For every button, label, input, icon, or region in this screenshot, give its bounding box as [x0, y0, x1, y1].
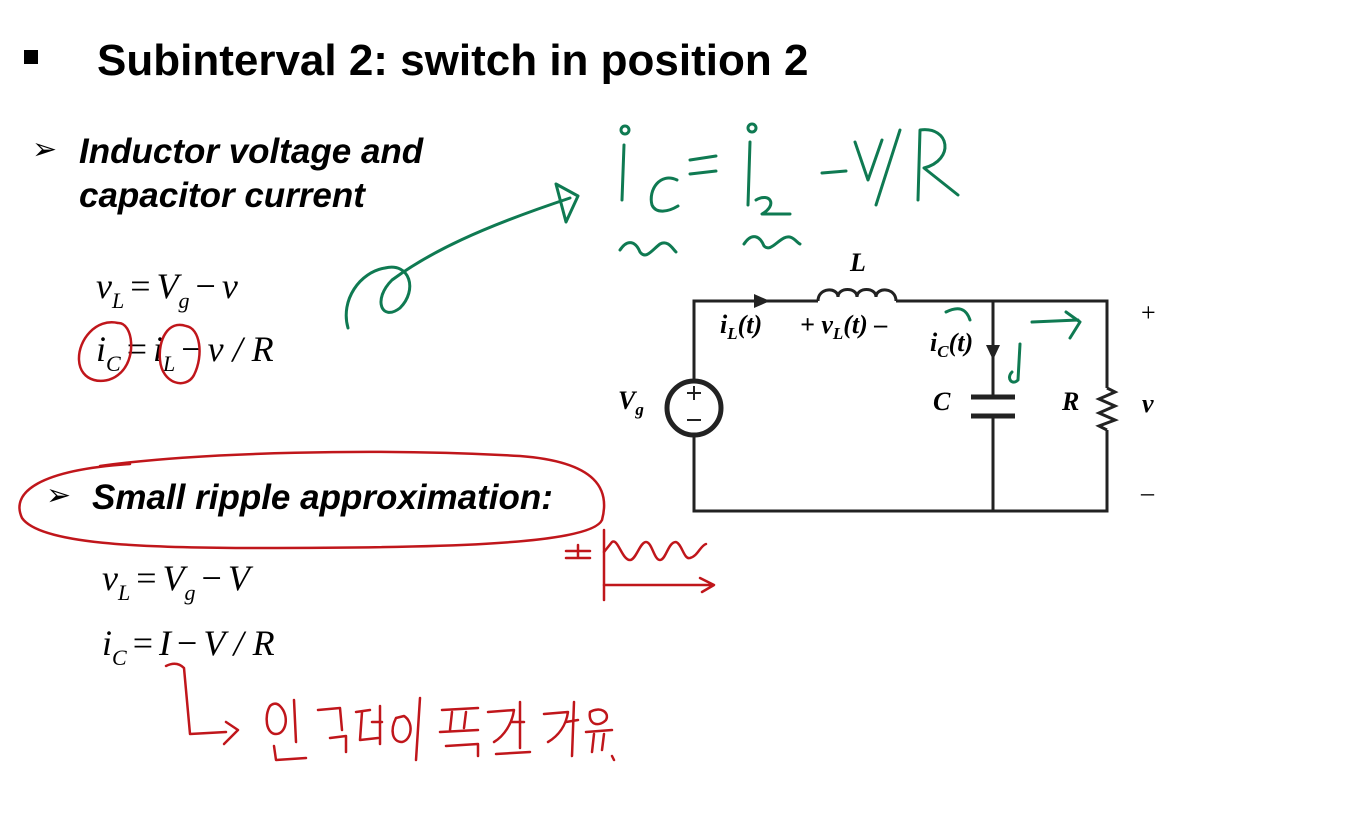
eq1-lhs-sub: L: [111, 288, 125, 313]
section1-line2: capacitor current: [79, 176, 365, 215]
capacitor-symbol: [971, 394, 1015, 419]
source-polarity: [687, 386, 701, 421]
output-plus-sign: +: [1141, 298, 1156, 327]
eq1-op: =: [130, 266, 151, 306]
section2-heading: Small ripple approximation:: [92, 478, 553, 517]
eq1-t2: v: [221, 266, 238, 306]
arrow-bullet-icon: ➢: [32, 132, 58, 167]
eq3-lhs: v: [102, 558, 118, 598]
red-ellipse: [18, 450, 606, 550]
section1-heading: Inductor voltage and capacitor current: [79, 130, 423, 218]
il-sub: L: [727, 324, 738, 343]
green-handwriting: [344, 122, 1082, 384]
vl-minus: –: [874, 310, 888, 339]
title-bullet: [24, 50, 38, 64]
eq3-minus: −: [201, 558, 222, 598]
red-circle-il: [158, 323, 201, 385]
equation-vl: vL=Vg−v: [96, 265, 238, 314]
eq3-t1: V: [162, 558, 185, 598]
eq3-op: =: [136, 558, 157, 598]
vl-arg: (t): [843, 310, 868, 339]
eq2-t1-sub: L: [163, 351, 176, 376]
red-handwriting: [18, 321, 716, 762]
red-circle-ic: [77, 321, 133, 383]
ic-i: i: [930, 328, 938, 357]
il-arrow-icon: [754, 294, 770, 308]
vl-sub: L: [832, 324, 844, 343]
eq4-rest: V / R: [203, 623, 275, 663]
eq3-lhs-sub: L: [117, 580, 131, 605]
eq3-t1-sub: g: [184, 580, 196, 605]
vl-label: + vL(t) –: [800, 310, 887, 344]
capacitor-label: C: [933, 387, 951, 416]
vg-v: V: [618, 386, 636, 415]
eq4-lhs: i: [102, 623, 113, 663]
eq2-t1: i: [153, 329, 164, 369]
voltage-source-icon: [664, 378, 724, 438]
vg-sub: g: [635, 400, 644, 419]
equation-ic-approx: iC=I−V / R: [102, 622, 275, 671]
il-i: i: [720, 310, 728, 339]
green-arrow-curve: [344, 196, 572, 330]
eq2-rest: v / R: [207, 329, 274, 369]
eq1-t1: V: [156, 266, 179, 306]
eq1-t1-sub: g: [178, 288, 190, 313]
section1-line1: Inductor voltage and: [79, 132, 424, 171]
inductor-label: L: [850, 248, 866, 277]
output-minus-sign: –: [1141, 478, 1154, 507]
arrow-bullet-icon-2: ➢: [46, 478, 72, 513]
equation-vl-approx: vL=Vg−V: [102, 557, 250, 606]
eq2-lhs: i: [96, 329, 107, 369]
eq4-t1: I: [159, 623, 172, 663]
eq1-minus: −: [195, 266, 216, 306]
eq1-lhs: v: [96, 266, 112, 306]
ic-arrow-icon: [986, 345, 1000, 360]
eq2-minus: −: [181, 329, 202, 369]
vl-v: v: [821, 310, 833, 339]
eq2-lhs-sub: C: [106, 351, 121, 376]
ic-sub: C: [937, 342, 949, 361]
green-arrowhead-icon: [554, 182, 580, 224]
resistor-label: R: [1062, 387, 1080, 416]
ic-label: iC(t): [930, 328, 973, 362]
eq3-t2: V: [227, 558, 250, 598]
ic-arg: (t): [948, 328, 974, 357]
slide-title: Subinterval 2: switch in position 2: [97, 36, 809, 85]
eq4-lhs-sub: C: [112, 645, 127, 670]
equation-ic: iC=iL−v / R: [96, 328, 274, 377]
vl-plus: +: [800, 310, 815, 339]
resistor-symbol: [1095, 386, 1119, 432]
il-arg: (t): [737, 310, 763, 339]
inductor-symbol: [816, 288, 898, 302]
output-voltage-label: v: [1142, 389, 1154, 418]
eq4-op: =: [132, 623, 154, 663]
eq4-minus: −: [177, 623, 198, 663]
vg-label: Vg: [618, 386, 644, 420]
il-label: iL(t): [720, 310, 762, 344]
